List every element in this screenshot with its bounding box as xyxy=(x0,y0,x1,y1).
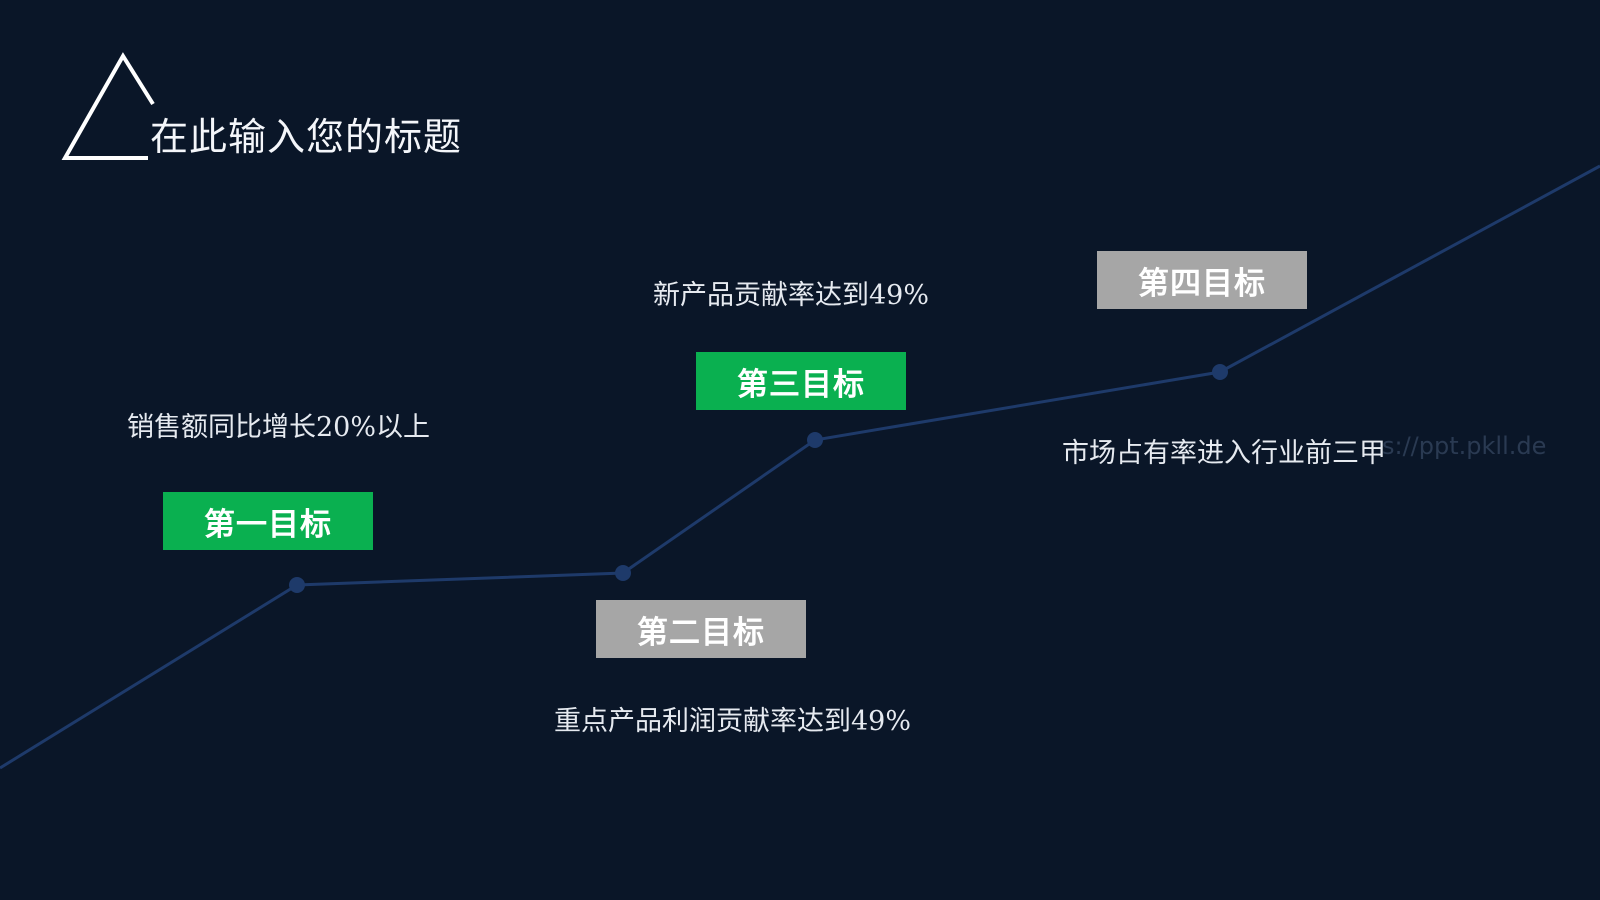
timeline-node-3 xyxy=(807,432,823,448)
timeline-node-1 xyxy=(289,577,305,593)
watermark: s://ppt.pkll.de xyxy=(1382,432,1547,460)
goal-2-description: 重点产品利润贡献率达到49% xyxy=(554,706,912,737)
goal-1-label[interactable]: 第一目标 xyxy=(163,492,373,550)
goal-4-label[interactable]: 第四目标 xyxy=(1097,251,1307,309)
goal-4-description: 市场占有率进入行业前三甲 xyxy=(1062,438,1386,469)
timeline-node-4 xyxy=(1212,364,1228,380)
timeline-path xyxy=(0,164,1600,770)
goal-2-label[interactable]: 第二目标 xyxy=(596,600,806,658)
triangle-icon xyxy=(61,52,155,160)
goal-3-label[interactable]: 第三目标 xyxy=(696,352,906,410)
slide-title[interactable]: 在此输入您的标题 xyxy=(150,115,463,159)
timeline-node-2 xyxy=(615,565,631,581)
goal-1-description: 销售额同比增长20%以上 xyxy=(127,412,431,443)
goal-3-description: 新产品贡献率达到49% xyxy=(653,280,930,311)
